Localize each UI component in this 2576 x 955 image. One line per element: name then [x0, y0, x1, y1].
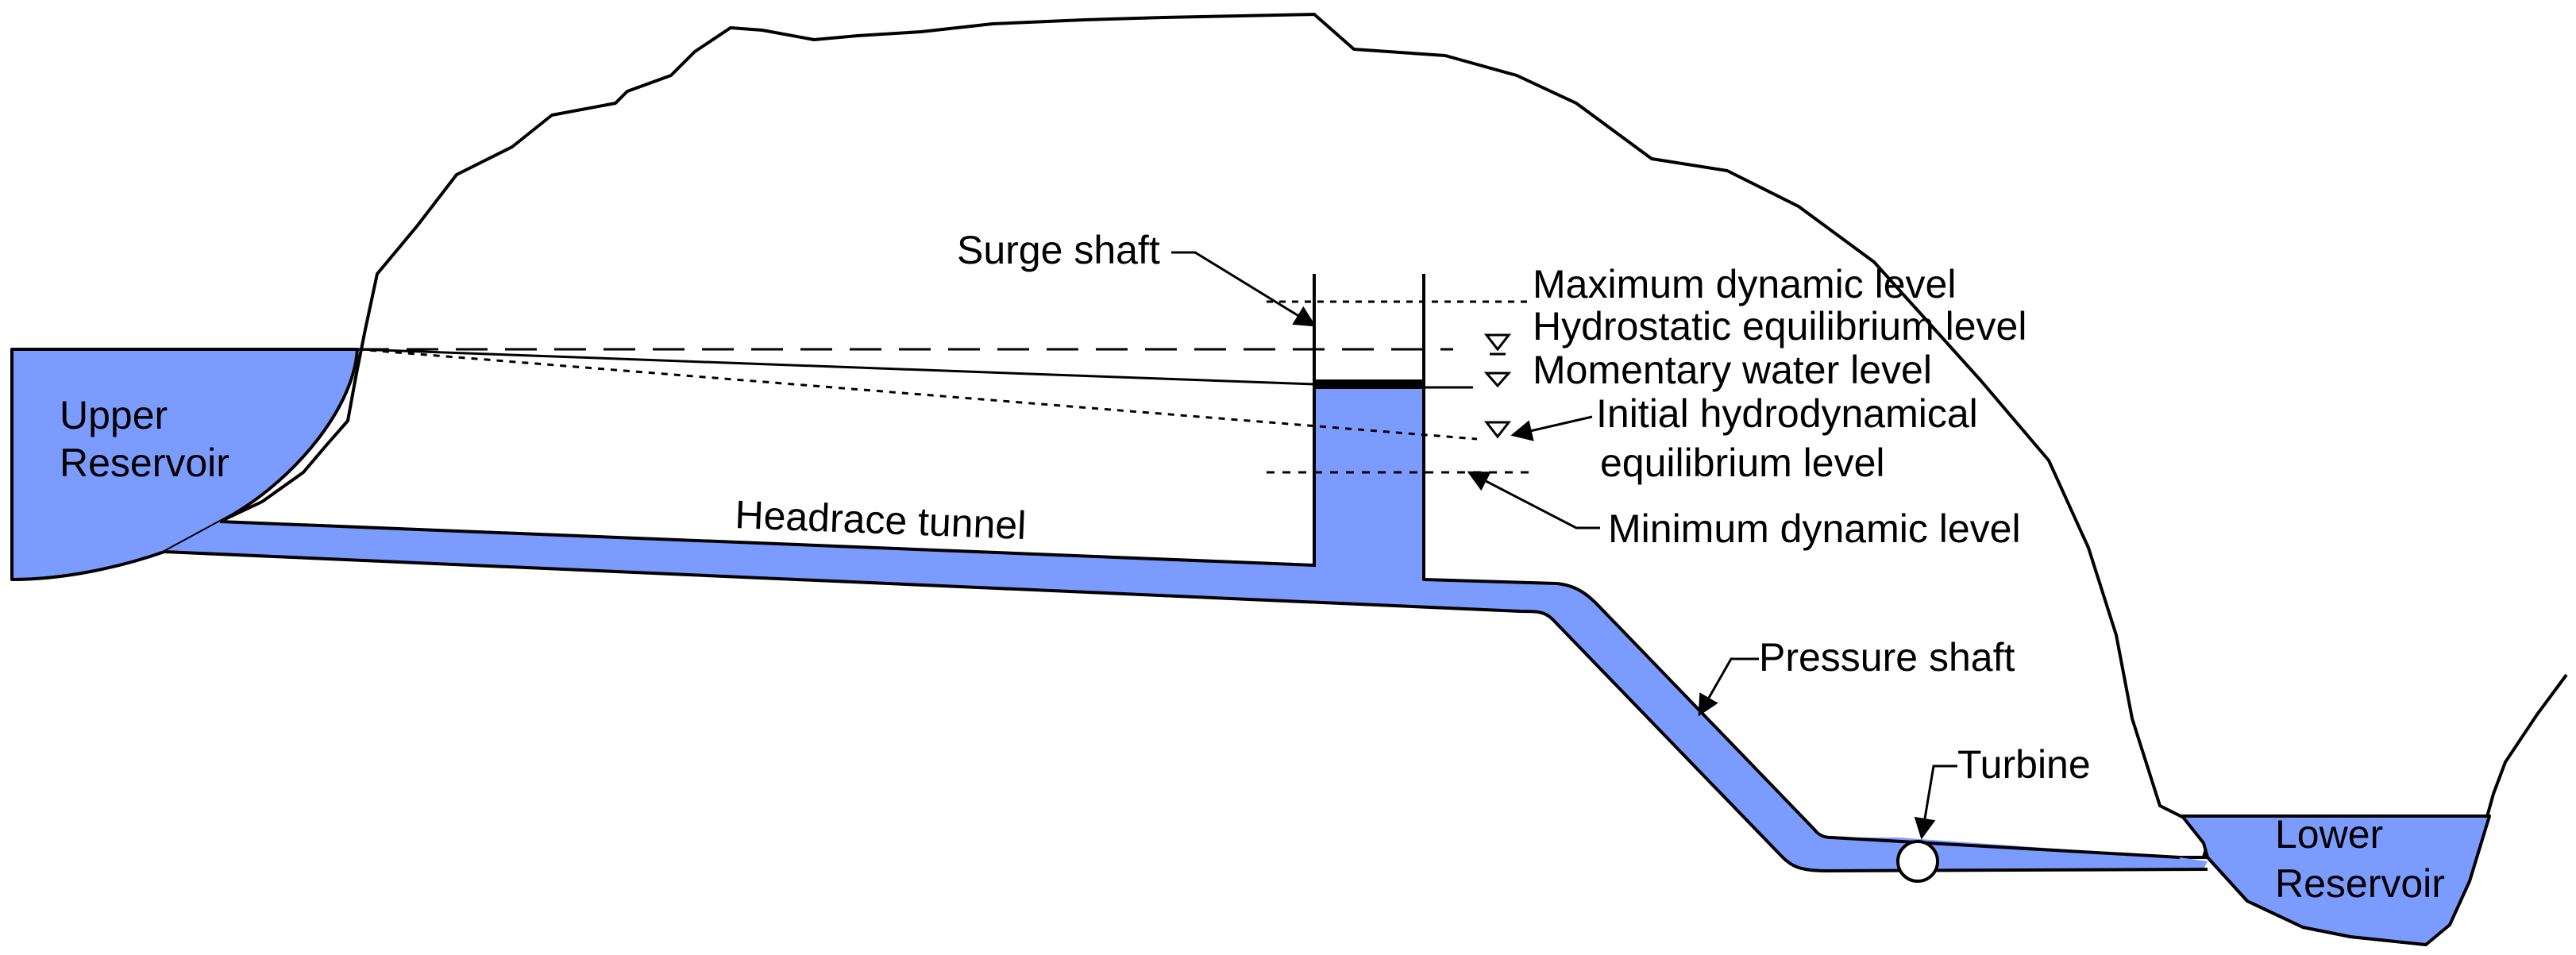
pressure-shaft-label: Pressure shaft [1759, 635, 2015, 680]
surge-shaft-leader [1171, 251, 1317, 327]
turbine-label: Turbine [1957, 742, 2091, 787]
headrace-top-outline [219, 274, 1316, 568]
mountain-outline [219, 13, 2209, 859]
lower-reservoir-label-2: Reservoir [2275, 861, 2445, 906]
turbine-leader [1914, 764, 1957, 840]
lower-reservoir-water [2181, 814, 2491, 946]
initial-gradient-line [357, 348, 1478, 441]
momentary-gradient-line [357, 348, 1315, 386]
initial-level-triangle [1483, 421, 1512, 439]
initial-level-leader [1510, 415, 1593, 441]
surge-shaft-right-outline [1422, 274, 2181, 859]
pressure-shaft-leader [1698, 657, 1759, 717]
headrace-tunnel-label: Headrace tunnel [735, 492, 1028, 548]
minimum-dynamic-level-label: Minimum dynamic level [1608, 506, 2021, 551]
initial-hydrodynamical-label-2: equilibrium level [1600, 441, 1885, 485]
headrace-and-penstock-water [164, 386, 2208, 871]
surge-shaft-label: Surge shaft [957, 228, 1160, 272]
headrace-bottom-outline [164, 550, 2208, 872]
momentary-level-triangle [1483, 372, 1512, 388]
initial-hydrodynamical-label-1: Initial hydrodynamical [1596, 391, 1978, 436]
upper-reservoir-label-1: Upper [60, 393, 168, 437]
upper-reservoir-label-2: Reservoir [60, 441, 229, 485]
momentary-water-level-label: Momentary water level [1533, 348, 1932, 392]
lower-reservoir-label-1: Lower [2275, 812, 2383, 857]
hydrostatic-equilibrium-level-label: Hydrostatic equilibrium level [1533, 304, 2026, 348]
hydrostatic-level-triangle [1483, 333, 1512, 352]
turbine-circle [1896, 840, 1939, 883]
maximum-dynamic-level-label: Maximum dynamic level [1533, 262, 1956, 306]
minimum-level-leader [1467, 471, 1600, 529]
